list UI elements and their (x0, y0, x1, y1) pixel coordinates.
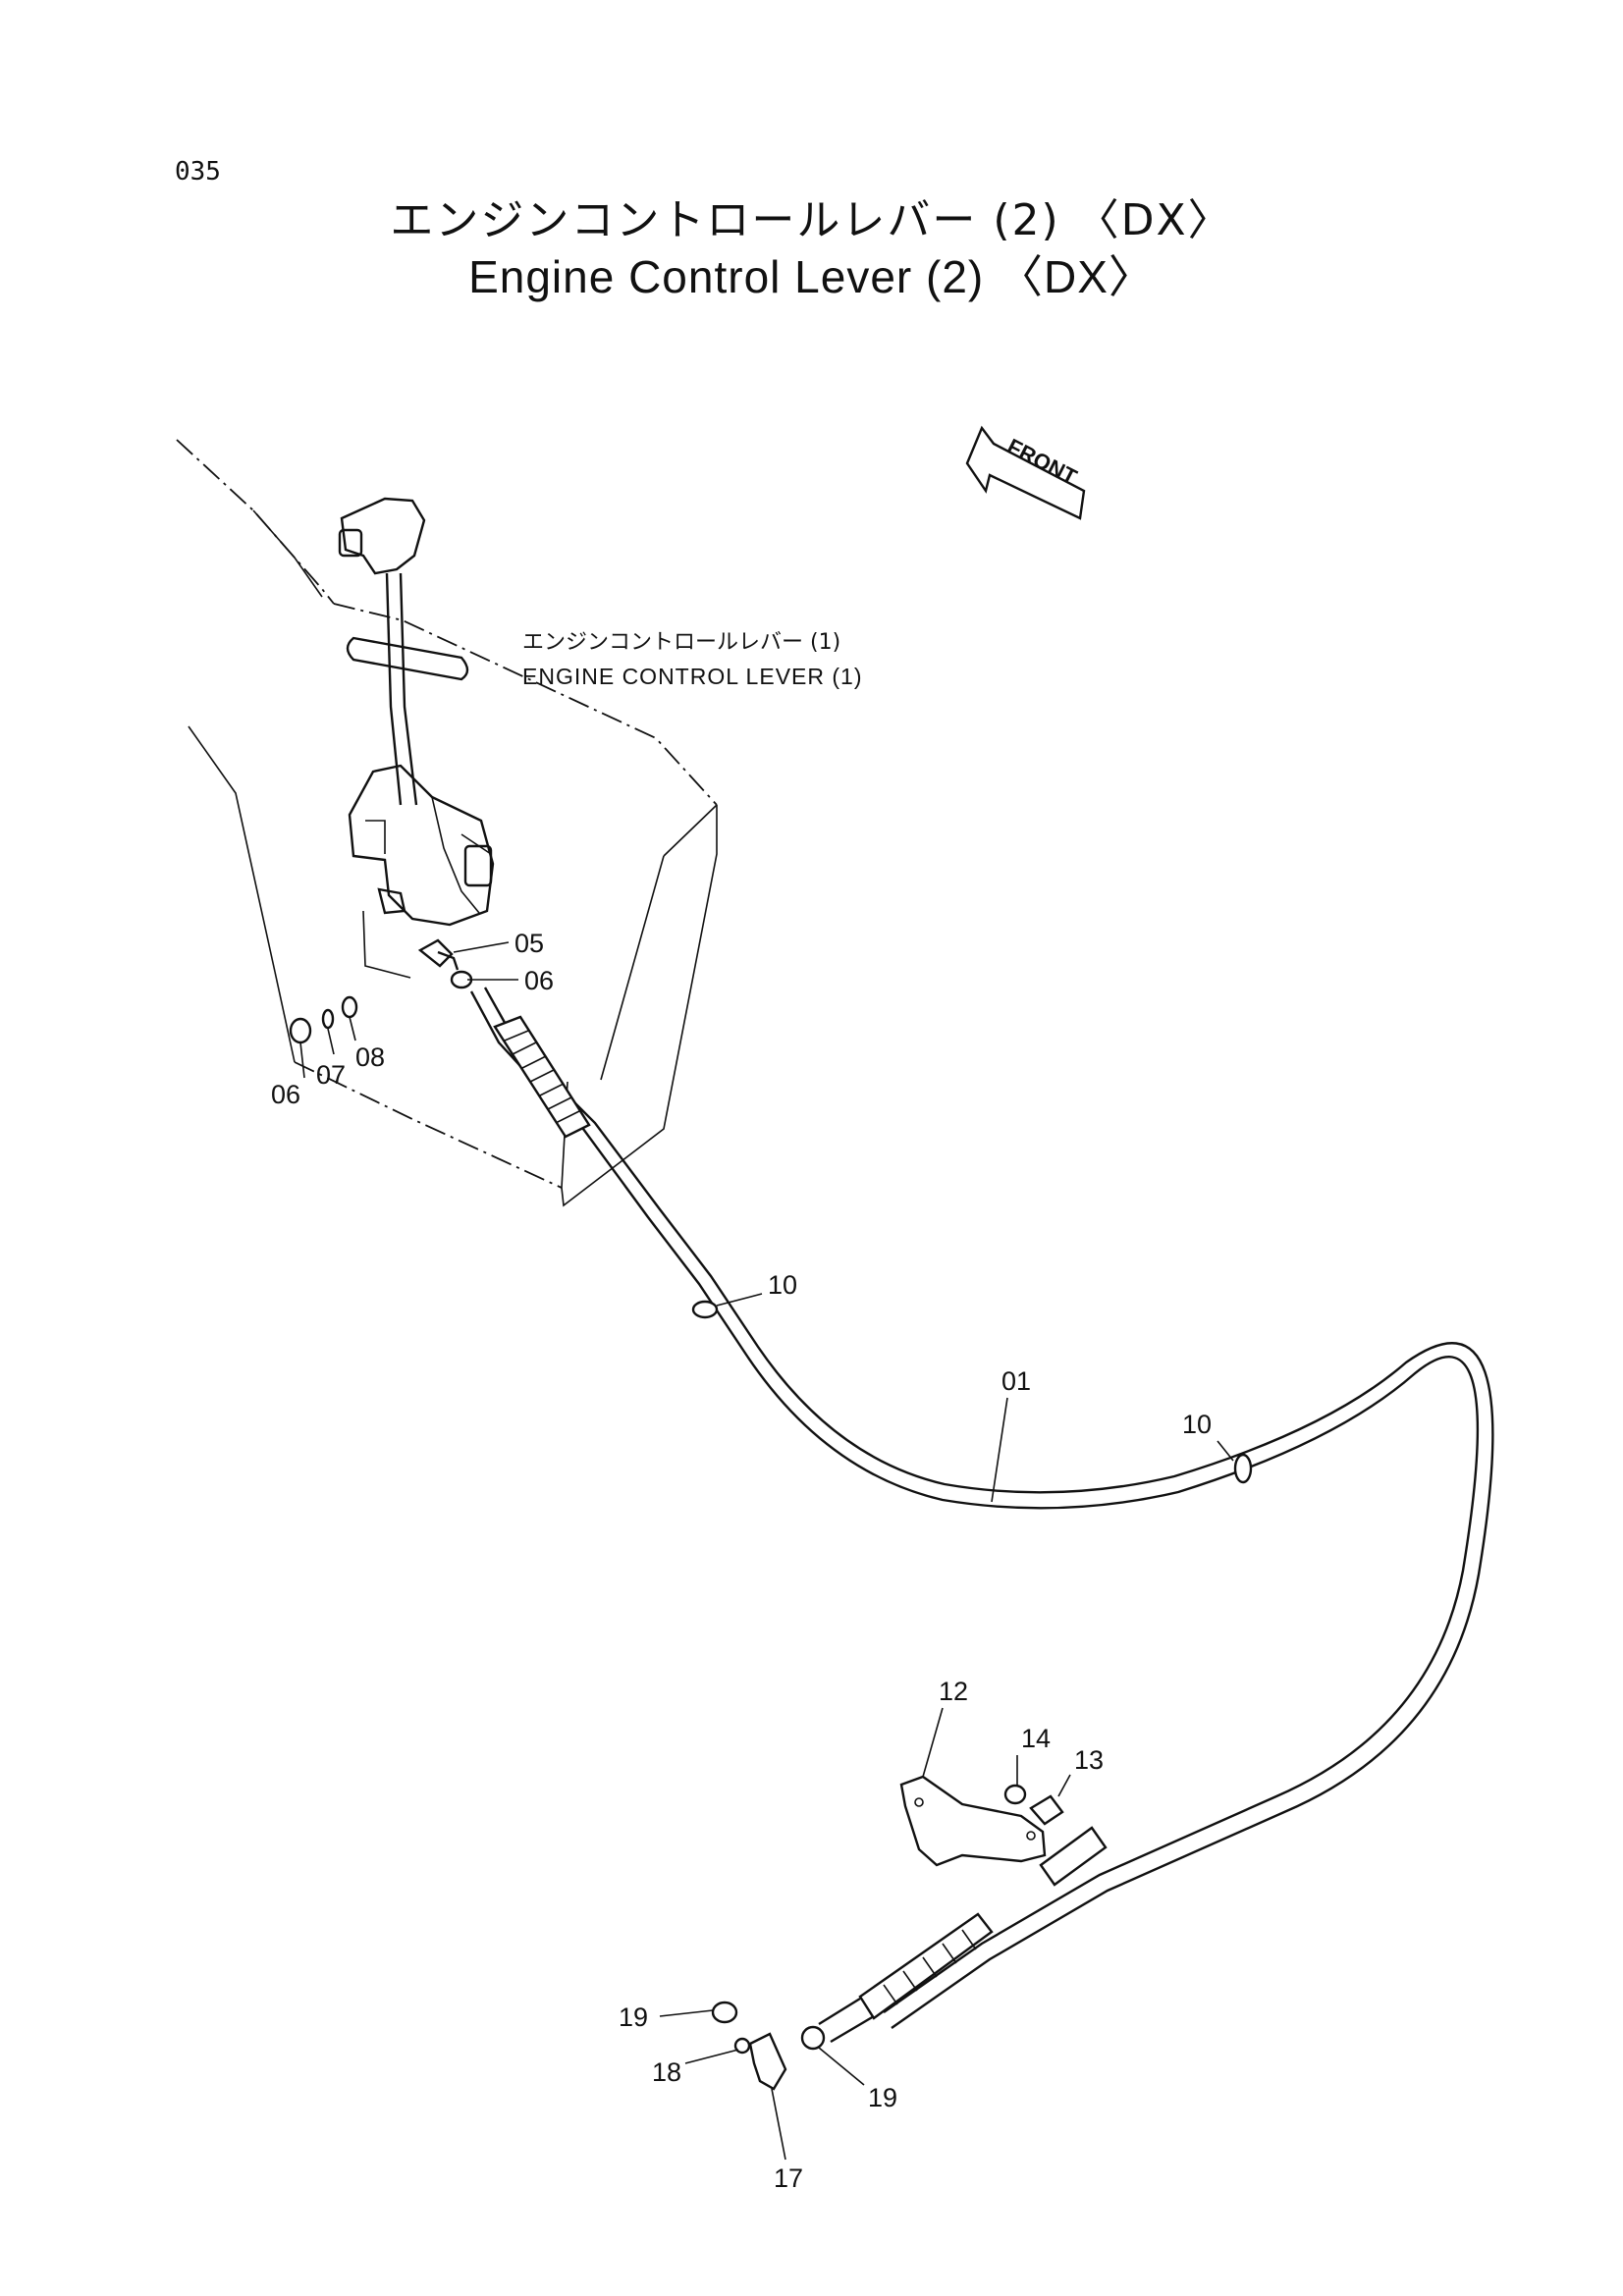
callout-18: 18 (652, 2057, 681, 2087)
reference-label-ja: エンジンコントロールレバー (1) (522, 630, 841, 655)
bolt-13 (1029, 1794, 1064, 1826)
nut-19-right (800, 2025, 826, 2051)
control-cable (469, 987, 1494, 2044)
callout-05: 05 (514, 929, 544, 958)
callout-17: 17 (774, 2163, 803, 2193)
ball-joint-05 (417, 938, 454, 968)
callout-19-left: 19 (619, 2002, 648, 2032)
callout-01: 01 (1001, 1366, 1031, 1396)
callout-07: 07 (316, 1060, 346, 1090)
bracket-assembly (899, 1775, 1064, 1867)
callout-06-lower: 06 (271, 1080, 300, 1109)
nut-06-lower (289, 1017, 312, 1044)
bracket-12 (899, 1775, 1047, 1867)
reference-label-en: ENGINE CONTROL LEVER (1) (522, 664, 863, 689)
callout-10-middle: 10 (1182, 1410, 1212, 1439)
callout-12: 12 (939, 1677, 968, 1706)
washer-14 (1003, 1784, 1027, 1805)
callout-numbers: 05 06 06 07 08 10 01 10 12 14 13 19 18 1… (271, 929, 1212, 2193)
title-japanese: エンジンコントロールレバー (2) 〈DX〉 (390, 195, 1233, 245)
callout-06-upper: 06 (524, 966, 554, 995)
cable-boot-upper (493, 1015, 591, 1139)
nut-19-left (711, 2001, 738, 2024)
callout-19-right: 19 (868, 2083, 897, 2112)
front-arrow-icon: FRONT (965, 425, 1086, 520)
page-number: 035 (175, 157, 221, 187)
upper-fittings (289, 938, 473, 1044)
snap-ring-07 (321, 1008, 335, 1030)
callout-leaders (299, 941, 1234, 2161)
lower-fittings (711, 2001, 826, 2091)
washer-18 (733, 2037, 751, 2055)
title-english: Engine Control Lever (2) 〈DX〉 (468, 251, 1155, 302)
phantom-outline (176, 439, 718, 1207)
cable-boot-lower (818, 1826, 1108, 2044)
washer-08 (341, 995, 358, 1019)
callout-08: 08 (355, 1042, 385, 1072)
callout-13: 13 (1074, 1745, 1104, 1775)
cable-clamp-upper (691, 1300, 719, 1319)
callout-14: 14 (1021, 1724, 1051, 1753)
ball-joint-17 (748, 2032, 787, 2091)
control-lever (338, 497, 495, 979)
reference-label: エンジンコントロールレバー (1) ENGINE CONTROL LEVER (… (522, 626, 862, 693)
cable-clamp-middle (1233, 1453, 1253, 1484)
front-arrow-label: FRONT (1003, 434, 1081, 490)
callout-10-upper: 10 (768, 1270, 797, 1300)
